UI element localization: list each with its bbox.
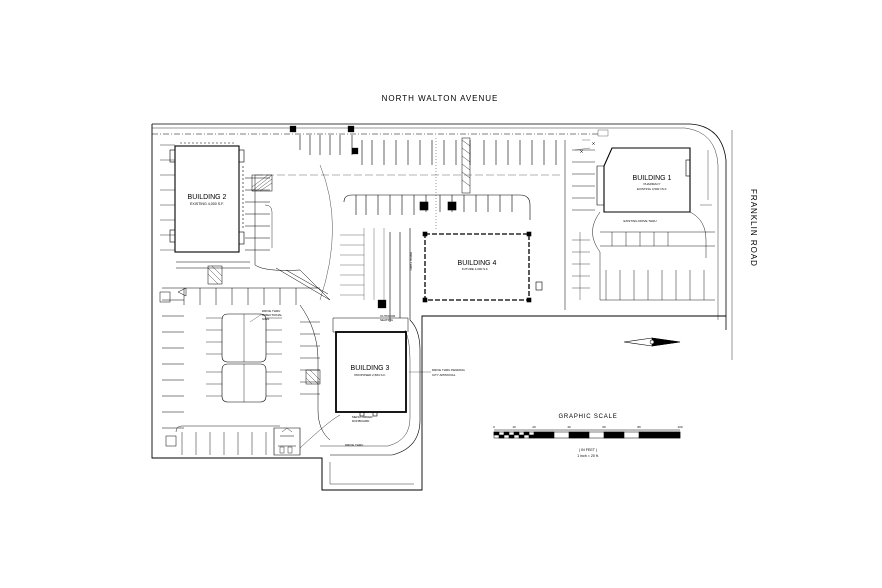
scale-tick-0: 0	[493, 425, 495, 429]
scale-tick-60: 60	[602, 425, 606, 429]
parking-island-b	[206, 363, 282, 403]
building-4-label: BUILDING 4	[458, 260, 497, 267]
menu-board-note: MENU ORDER	[352, 415, 373, 419]
graphic-scale-title: GRAPHIC SCALE	[558, 414, 617, 420]
drive-thru-sign-note-2: DIRECTIONAL	[262, 313, 283, 317]
building-1-label: BUILDING 1	[633, 175, 672, 182]
north-arrow-icon	[623, 337, 681, 347]
graphic-scale-bar	[493, 429, 681, 439]
existing-drive-thru-note: EXISTING DRIVE THRU	[623, 219, 656, 223]
scale-tick-100: 100	[677, 425, 682, 429]
scale-ratio: 1 inch = 20 ft.	[577, 454, 599, 458]
scale-tick-10: 10	[512, 425, 516, 429]
outdoor-seating-note: OUTDOOR	[380, 314, 396, 318]
scale-tick-80: 80	[637, 425, 641, 429]
east-street-label: FRANKLIN ROAD	[749, 189, 758, 267]
menu-board-note-2: DONBOARD	[352, 419, 370, 423]
building-4	[422, 231, 543, 303]
building-3	[332, 317, 409, 417]
scale-tick-20: 20	[532, 425, 536, 429]
pending-approval-note-2: CITY APPROVAL	[432, 373, 456, 377]
outdoor-seating-note-2: SEATING	[380, 318, 394, 322]
building-2-label: BUILDING 2	[188, 194, 227, 201]
scale-unit: ( IN FEET )	[579, 448, 597, 452]
pending-approval-note: DRIVE THRU PENDING	[432, 368, 465, 372]
drive-thru-vertical-note: DRIVE THRU	[409, 252, 413, 270]
building-1-use: PHARMACY	[643, 182, 660, 186]
building-3-area: PROPOSED 2,584 S.F.	[354, 373, 386, 377]
building-1-area: EXISTING 3,500 ±S.F.	[637, 187, 667, 191]
building-2	[169, 142, 245, 253]
building-3-label: BUILDING 3	[351, 365, 390, 372]
building-2-area: EXISTING 4,000 S.F.	[190, 202, 224, 206]
parking-island-a	[206, 313, 282, 363]
drive-thru-sign-note: DRIVE THRU	[262, 309, 280, 313]
building-4-area: FUTURE 4,000 S.F.	[462, 267, 489, 271]
building-1	[596, 147, 691, 213]
scale-tick-40: 40	[567, 425, 571, 429]
drive-thru-lane-note: DRIVE THRU	[345, 443, 363, 447]
north-street-label: NORTH WALTON AVENUE	[382, 94, 499, 103]
